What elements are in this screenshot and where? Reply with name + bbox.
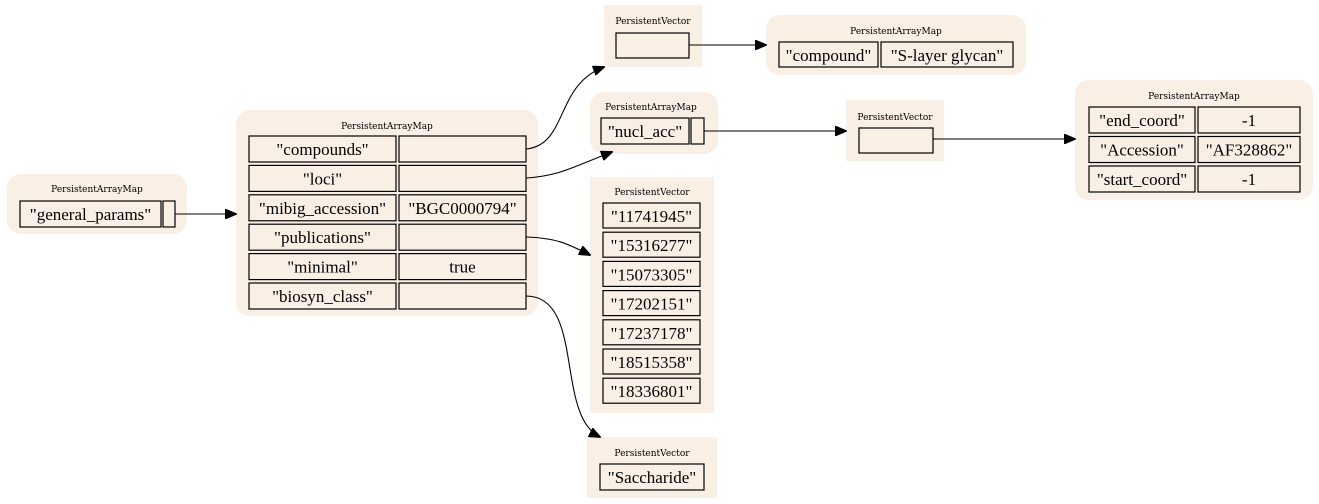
map-key-cell (19, 200, 162, 228)
map-key-cell (248, 194, 397, 222)
vector-item-cell (602, 319, 701, 346)
map-value: "AF328862" (1206, 141, 1293, 160)
vector-item: "11741945" (611, 207, 692, 226)
vector-item: "15073305" (611, 265, 693, 284)
edge-compounds (525, 67, 604, 150)
node-title: PersistentArrayMap (51, 185, 143, 195)
vector-item-cell (602, 290, 701, 317)
node-general-params: PersistentArrayMap "general_params" (7, 174, 187, 234)
map-key: "compounds" (276, 140, 368, 159)
map-key-cell (248, 164, 397, 192)
node-loci-vector: PersistentVector (846, 100, 944, 161)
map-key-cell (600, 117, 690, 145)
map-value: true (449, 258, 475, 277)
node-background (766, 15, 1026, 75)
map-key: "nucl_acc" (608, 122, 682, 141)
map-value: "BGC0000794" (408, 199, 516, 218)
node-title: PersistentArrayMap (605, 103, 697, 113)
map-value-cell (1197, 165, 1301, 193)
node-loci-map: PersistentArrayMap "nucl_acc" (590, 92, 718, 154)
map-key-cell (1088, 106, 1196, 134)
map-value-cell (398, 253, 527, 281)
node-title: PersistentVector (614, 188, 690, 198)
vector-item-cell (602, 202, 701, 229)
vector-item-cell (602, 348, 701, 375)
vector-item: "17202151" (611, 295, 693, 314)
node-compounds-vector: PersistentVector (604, 5, 702, 67)
map-value-cell (398, 164, 527, 192)
node-background (604, 5, 702, 67)
edge-biosyn-class (525, 295, 600, 437)
map-key: "publications" (274, 228, 371, 247)
vector-item-cell (858, 127, 934, 154)
node-title: PersistentVector (615, 17, 691, 27)
node-background (590, 92, 718, 154)
main-map-rows: "compounds" "loci" "mibig_accession" "BGC00… (248, 135, 527, 310)
map-value-cell (1197, 135, 1301, 164)
map-value-cell (398, 194, 527, 222)
accession-map-rows: "end_coord" -1 "Accession" "AF328862" "start… (1088, 106, 1301, 193)
node-title: PersistentArrayMap (850, 27, 942, 37)
map-value: "S-layer glycan" (891, 46, 1004, 65)
node-publications-vector: PersistentVector "11741945" "15316277" "15… (590, 177, 714, 413)
map-key: "minimal" (287, 258, 358, 277)
map-key: "biosyn_class" (272, 287, 373, 306)
node-background (846, 100, 944, 161)
node-background (1075, 80, 1313, 200)
map-key-cell (248, 223, 397, 251)
map-value: -1 (1242, 111, 1256, 130)
map-key-cell (248, 282, 397, 310)
vector-item: "18336801" (611, 382, 693, 401)
node-title: PersistentVector (614, 449, 690, 459)
map-key: "end_coord" (1099, 111, 1185, 130)
node-accession-map: PersistentArrayMap "end_coord" -1 "Accessi… (1075, 80, 1313, 200)
publications-items: "11741945" "15316277" "15073305" "17202151"… (602, 202, 701, 404)
map-key: "compound" (786, 46, 872, 65)
map-key-cell (248, 253, 397, 281)
vector-item: "17237178" (611, 324, 693, 343)
vector-item: "15316277" (611, 236, 693, 255)
map-value-cell (1197, 106, 1301, 134)
vector-item-cell (602, 231, 701, 258)
map-key: "mibig_accession" (259, 199, 386, 218)
map-key: "loci" (303, 169, 342, 188)
edge-loci (525, 152, 612, 179)
map-key-cell (248, 135, 397, 163)
vector-item: "18515358" (611, 353, 693, 372)
map-key-cell (1088, 135, 1196, 164)
edge-publications (525, 236, 590, 255)
node-biosyn-vector: PersistentVector "Saccharide" (587, 437, 717, 498)
node-title: PersistentArrayMap (1148, 92, 1240, 102)
map-key-cell (778, 41, 879, 68)
vector-item: "Saccharide" (608, 468, 696, 487)
node-title: PersistentArrayMap (341, 122, 433, 132)
biosyn-items: "Saccharide" (599, 463, 705, 491)
node-main-map: PersistentArrayMap "compounds" "loci" "mib… (236, 110, 538, 316)
map-key-cell (1088, 165, 1196, 193)
map-key: "general_params" (30, 205, 152, 224)
vector-item-cell (599, 463, 705, 491)
map-key: "Accession" (1100, 141, 1184, 160)
vector-item-cell (602, 260, 701, 287)
vector-item-cell (602, 377, 701, 404)
map-value-cell (880, 41, 1014, 68)
edges (175, 45, 1075, 437)
node-title: PersistentVector (857, 113, 933, 123)
node-background (587, 437, 717, 498)
node-background (7, 174, 187, 234)
map-value: -1 (1242, 170, 1256, 189)
map-key: "start_coord" (1097, 170, 1187, 189)
node-compound-map: PersistentArrayMap "compound" "S-layer g… (766, 15, 1026, 75)
